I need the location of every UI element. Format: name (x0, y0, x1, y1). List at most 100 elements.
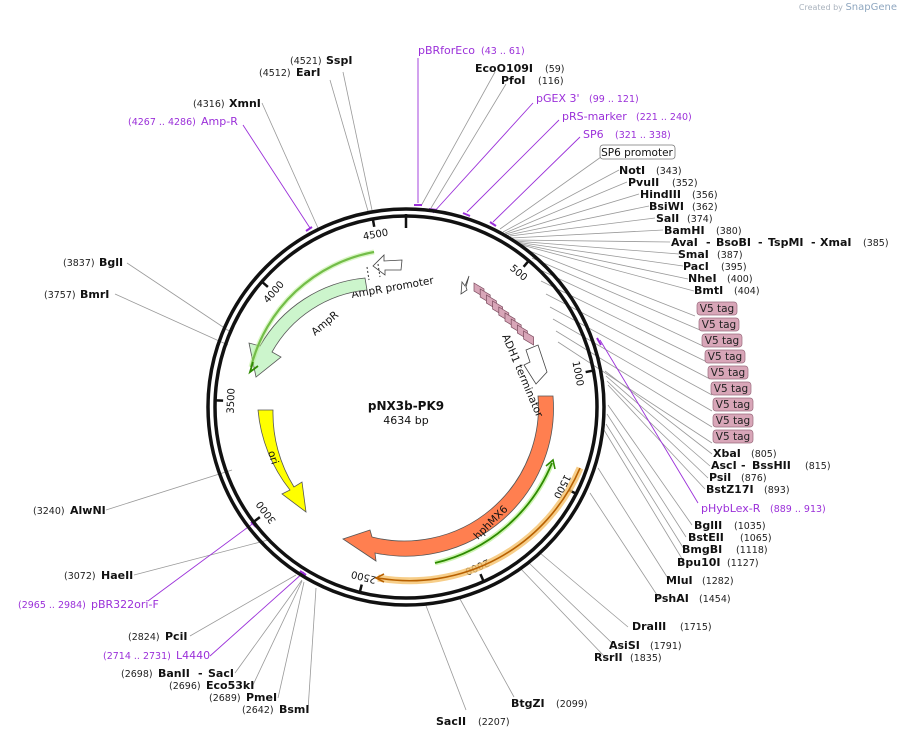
hphmx6-green-line (434, 462, 553, 564)
site-psii-pos: (876) (741, 473, 767, 484)
site-xmai: XmaI (820, 236, 851, 249)
primer-phyblex-r: pHybLex-R (701, 502, 761, 515)
site-banii: BanII (158, 667, 190, 680)
primer-pbrforeco: pBRforEco (418, 44, 475, 57)
v5-tag-box (701, 333, 743, 348)
v5-tag-label: V5 tag (716, 431, 750, 443)
site-bsteii-pos: (1065) (740, 533, 772, 544)
sp6-promoter-arrow (460, 275, 470, 295)
snapgene-credit: Created by SnapGene (799, 2, 897, 13)
v5-tag-chevrons (473, 282, 534, 346)
site-bsmi-pos: (2642) (242, 705, 274, 716)
site-haeii-pos: (3072) (64, 571, 96, 582)
site-draiii-pos: (1715) (680, 622, 712, 633)
site-psii: PsiI (709, 471, 731, 484)
site-pfoi-pos: (116) (538, 76, 564, 87)
site-bsshii-pos: (815) (805, 461, 831, 472)
site-avai: AvaI (671, 236, 698, 249)
v5-tag-label: V5 tag (716, 415, 750, 427)
v5-tag-label: V5 tag (714, 383, 748, 395)
site-tspmi: TspMI (768, 236, 804, 249)
ring-tick-label: 3000 (255, 499, 279, 526)
hphmx6-orange-arrow (374, 573, 385, 583)
site-draiii: DraIII (632, 620, 666, 633)
v5-tag-label: V5 tag (705, 335, 739, 347)
site-nhei-pos: (400) (727, 274, 753, 285)
site-eari: EarI (296, 66, 320, 79)
site-pmei-pos: (2689) (209, 693, 241, 704)
site-asisi-pos: (1791) (650, 641, 682, 652)
site-bamhi-pos: (380) (716, 226, 742, 237)
site-rsrii: RsrII (594, 651, 623, 664)
site-pshai: PshAI (654, 592, 689, 605)
ring-tick (479, 573, 485, 582)
site-haeii: HaeII (101, 569, 133, 582)
site-hindiii-pos: (356) (692, 190, 718, 201)
site-bgli: BglI (99, 256, 123, 269)
site-xmai-pos: (385) (863, 238, 889, 249)
site-smai-pos: (387) (717, 250, 743, 261)
site-mlui: MluI (666, 574, 693, 587)
ring-tick (252, 516, 261, 523)
site-sspi: SspI (326, 54, 352, 67)
ampr-promoter-arrow (372, 254, 403, 276)
site-bsteii: BstEII (688, 531, 724, 544)
ring-tick-label: 2500 (350, 568, 377, 585)
site-mlui-pos: (1282) (702, 576, 734, 587)
ring-tick-label: 4500 (362, 228, 389, 243)
v5-tag-box (696, 301, 738, 316)
site-bgli-pos: (3837) (63, 258, 95, 269)
site-bpu10i: Bpu10I (677, 556, 721, 569)
site-xbai: XbaI (713, 447, 741, 460)
plasmid-size: 4634 bp (383, 414, 428, 427)
site-bmri-pos: (3757) (44, 290, 76, 301)
v5-tag-box (698, 317, 740, 332)
primer-sp6: SP6 (583, 128, 604, 141)
site-pcii-pos: (2824) (128, 632, 160, 643)
primer-l4440-pos: (2714 .. 2731) (103, 651, 171, 662)
site-nhei: NheI (688, 272, 717, 285)
primer-pgex3: pGEX 3' (536, 92, 580, 105)
primer-pgex3-pos: (99 .. 121) (589, 94, 639, 105)
ring-tick (522, 259, 530, 268)
v5-tag-label: V5 tag (702, 319, 736, 331)
site-sep-3: - (706, 236, 711, 249)
v5-tag-label: V5 tag (700, 303, 734, 315)
site-saci: SacI (208, 667, 234, 680)
primer-leaders (147, 58, 699, 657)
v5-tag-label: V5 tag (708, 351, 742, 363)
site-bstz17i-pos: (893) (764, 485, 790, 496)
ori-label: ori (265, 449, 280, 466)
site-rsrii-pos: (1835) (630, 653, 662, 664)
site-bmri: BmrI (80, 288, 109, 301)
site-xmni: XmnI (229, 97, 261, 110)
primer-pbrforeco-pos: (43 .. 61) (481, 46, 525, 57)
ampr-dashed (366, 266, 370, 281)
site-btgzi-pos: (2099) (556, 699, 588, 710)
v5-tag-box (712, 413, 754, 428)
site-pshai-pos: (1454) (699, 594, 731, 605)
primer-pbr322ori-f: pBR322ori-F (91, 598, 159, 611)
primer-prs-marker-pos: (221 .. 240) (636, 112, 692, 123)
site-pcii: PciI (165, 630, 187, 643)
primer-prs-marker: pRS-marker (562, 110, 627, 123)
site-eco53ki: Eco53kI (206, 679, 254, 692)
leader-lines (105, 71, 713, 711)
site-bglii-pos: (1035) (734, 521, 766, 532)
v5-tag-label: V5 tag (711, 367, 745, 379)
site-asci: AscI (711, 459, 737, 472)
site-bsiwi-pos: (362) (692, 202, 718, 213)
v5-tag-box (707, 365, 749, 380)
site-xmni-pos: (4316) (193, 99, 225, 110)
primer-pbr322ori-f-pos: (2965 .. 2984) (18, 600, 86, 611)
site-sali: SalI (656, 212, 679, 225)
site-bstz17i: BstZ17I (706, 483, 754, 496)
site-ecoo109i-pos: (59) (545, 64, 565, 75)
credit-brand: SnapGene (845, 2, 897, 13)
backbone-outer (206, 207, 606, 607)
site-sep-5: - (811, 236, 816, 249)
primer-amp-r: Amp-R (201, 115, 238, 128)
site-bsiwi: BsiWI (649, 200, 684, 213)
hphmx6-feature (342, 395, 554, 562)
